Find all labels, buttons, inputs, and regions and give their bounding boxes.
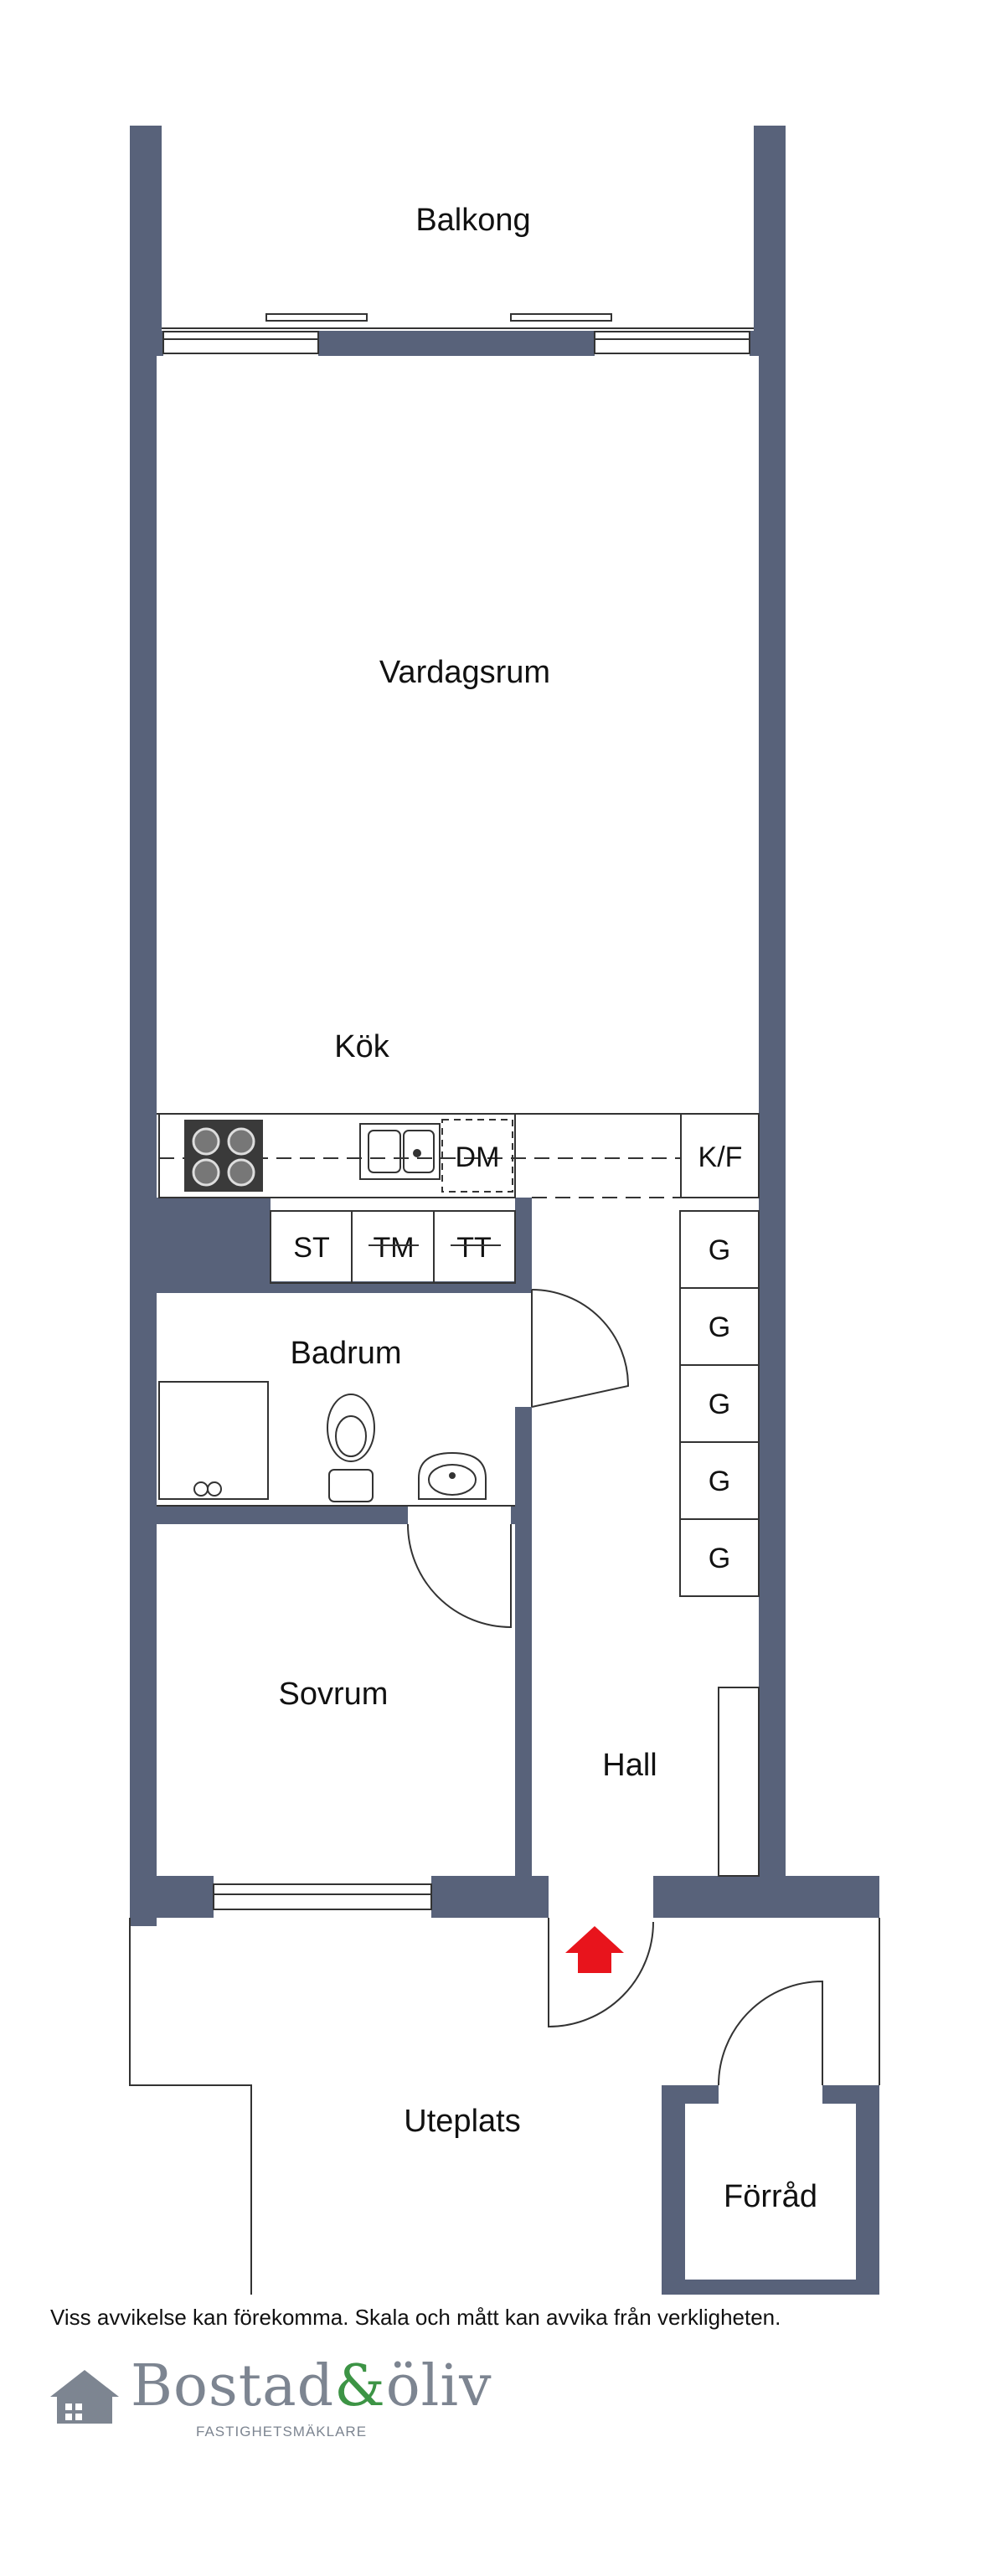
- wall-right: [759, 331, 786, 1905]
- label-tt: TT: [456, 1232, 492, 1264]
- floor-plan: Balkong Vardagsrum Kök Badrum Sovrum Hal…: [129, 126, 880, 2295]
- fixture-labels: DM K/F ST TM TT G G G G G: [293, 1141, 742, 1574]
- logo-word-2: öliv: [385, 2353, 492, 2419]
- wall-storage-bottom: [662, 2280, 879, 2295]
- wall-bottom-left: [130, 1876, 214, 1918]
- disclaimer: Viss avvikelse kan förekomma. Skala och …: [50, 2305, 781, 2330]
- wall-bath-hall-upper: [515, 1198, 532, 1290]
- wall-kitchen-hall: [515, 1198, 532, 1211]
- kitchen-sink: [359, 1123, 441, 1180]
- wall-balcony-left: [130, 126, 162, 352]
- label-garderob: G: [709, 1543, 730, 1574]
- company-logo: Bostad&öliv FASTIGHETSMÄKLARE: [47, 2352, 516, 2452]
- logo-word-1: Bostad: [131, 2353, 335, 2419]
- label-garderob: G: [709, 1234, 730, 1266]
- stove: [184, 1120, 263, 1192]
- label-garderob: G: [709, 1388, 730, 1420]
- label-garderob: G: [709, 1311, 730, 1343]
- wall-bath-bed-right: [511, 1506, 532, 1524]
- house-icon: [50, 2370, 119, 2424]
- wall-balcony-right: [754, 126, 786, 352]
- washbasin: [418, 1451, 487, 1500]
- label-uteplats: Uteplats: [404, 2104, 520, 2139]
- label-tm: TM: [373, 1232, 414, 1264]
- toilet: [327, 1394, 375, 1502]
- wall-left: [130, 331, 157, 1926]
- wall-storage-right: [856, 2085, 879, 2295]
- label-sovrum: Sovrum: [279, 1677, 389, 1712]
- logo-tagline: FASTIGHETSMÄKLARE: [196, 2424, 368, 2439]
- wall-bath-top: [157, 1281, 532, 1293]
- label-vardagsrum: Vardagsrum: [379, 655, 550, 690]
- label-balkong: Balkong: [415, 203, 530, 238]
- wall-storage-top-left: [662, 2085, 719, 2104]
- walls: [130, 126, 879, 2295]
- wall-bottom-right: [653, 1876, 879, 1918]
- label-dm: DM: [456, 1141, 500, 1173]
- label-kok: Kök: [334, 1029, 389, 1064]
- label-forrad: Förråd: [724, 2179, 817, 2214]
- wall-entry-left: [523, 1905, 540, 1918]
- label-kf: K/F: [698, 1141, 743, 1173]
- label-st: ST: [293, 1232, 329, 1264]
- wall-block: [157, 1198, 271, 1290]
- entrance-arrow: [565, 1926, 624, 1973]
- wall-bath-bed-left: [157, 1506, 408, 1524]
- wall-top-mid: [318, 331, 595, 356]
- label-garderob: G: [709, 1466, 730, 1497]
- label-badrum: Badrum: [290, 1336, 401, 1371]
- room-labels: Balkong Vardagsrum Kök Badrum Sovrum Hal…: [279, 203, 817, 2214]
- shower-mixer: [188, 1481, 228, 1500]
- wall-storage-top-right: [822, 2085, 879, 2104]
- logo-wordmark: Bostad&öliv: [131, 2353, 492, 2419]
- wall-bath-hall-lower: [515, 1407, 532, 1876]
- dishwasher: [441, 1119, 513, 1193]
- label-hall: Hall: [602, 1748, 657, 1783]
- wall-storage-left: [662, 2085, 685, 2295]
- logo-ampersand: &: [334, 2353, 386, 2419]
